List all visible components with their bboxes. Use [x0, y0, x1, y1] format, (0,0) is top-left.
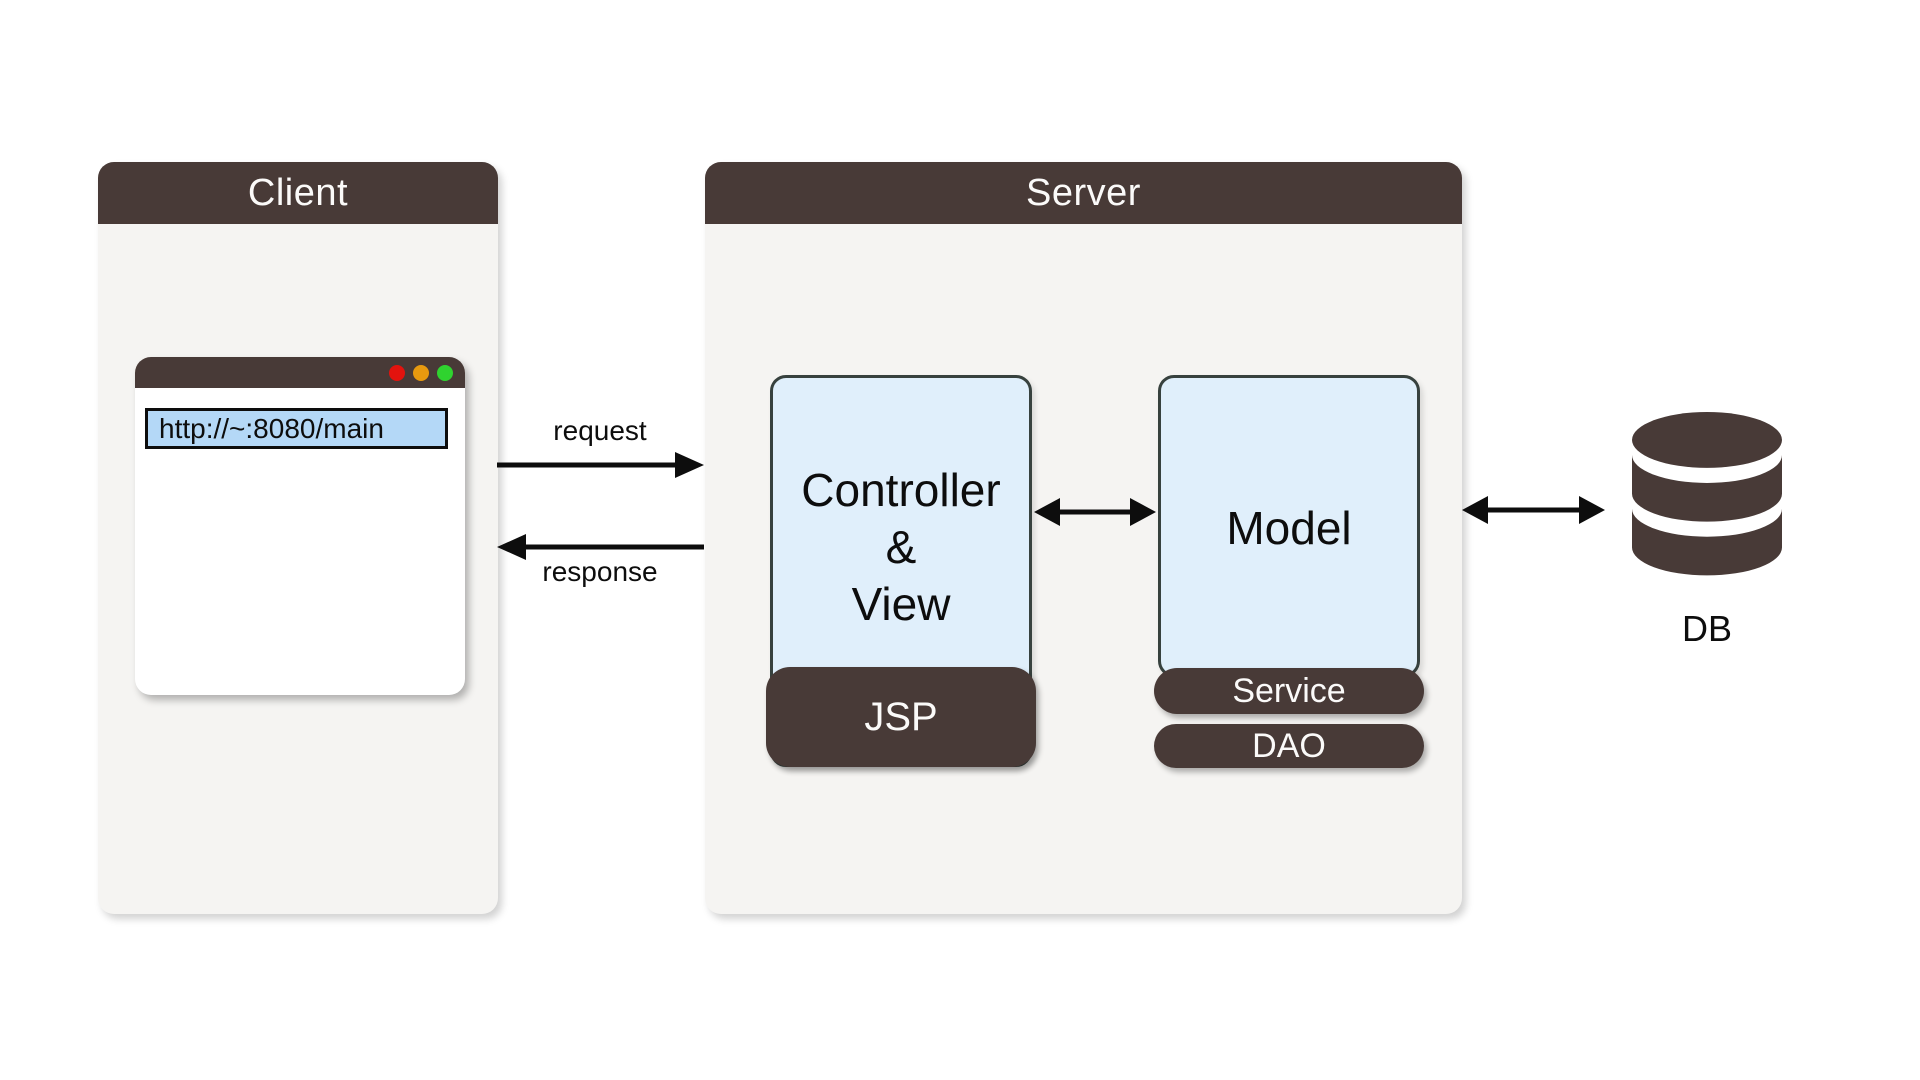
url-input[interactable]: http://~:8080/main [145, 408, 448, 449]
service-label: Service [1232, 671, 1346, 710]
server-panel: Server Controller & View JSP Model Servi… [705, 162, 1462, 914]
client-panel-title: Client [247, 171, 349, 214]
browser-titlebar [135, 357, 465, 388]
server-panel-header: Server [705, 162, 1462, 224]
browser-window: http://~:8080/main [135, 357, 465, 695]
close-traffic-light-icon[interactable] [389, 364, 405, 381]
maximize-traffic-light-icon[interactable] [437, 364, 453, 381]
database-label: DB [1681, 608, 1732, 649]
request-label: request [553, 415, 647, 446]
server-panel-title: Server [1026, 171, 1141, 214]
server-db-arrow [1462, 496, 1605, 524]
minimize-traffic-light-icon[interactable] [413, 364, 429, 381]
dao-label: DAO [1252, 726, 1326, 765]
jsp-label: JSP [864, 694, 938, 739]
url-text: http://~:8080/main [159, 412, 384, 444]
controller-view-line3: View [851, 578, 951, 631]
client-panel: Client http://~:8080/main [98, 162, 498, 914]
dao-badge: DAO [1154, 724, 1424, 768]
request-arrow [497, 452, 704, 478]
service-badge: Service [1154, 668, 1424, 714]
controller-view-label: Controller & View [773, 462, 1029, 633]
controller-view-line2: & [885, 521, 917, 574]
model-label: Model [1161, 500, 1417, 557]
model-label-text: Model [1226, 502, 1352, 554]
response-label: response [542, 556, 658, 587]
controller-model-arrow [1034, 498, 1156, 526]
response-arrow [497, 534, 704, 560]
database-icon [1632, 412, 1782, 576]
model-box: Model [1158, 375, 1420, 677]
client-panel-header: Client [98, 162, 498, 224]
jsp-badge: JSP [766, 667, 1036, 767]
controller-view-line1: Controller [801, 464, 1001, 516]
